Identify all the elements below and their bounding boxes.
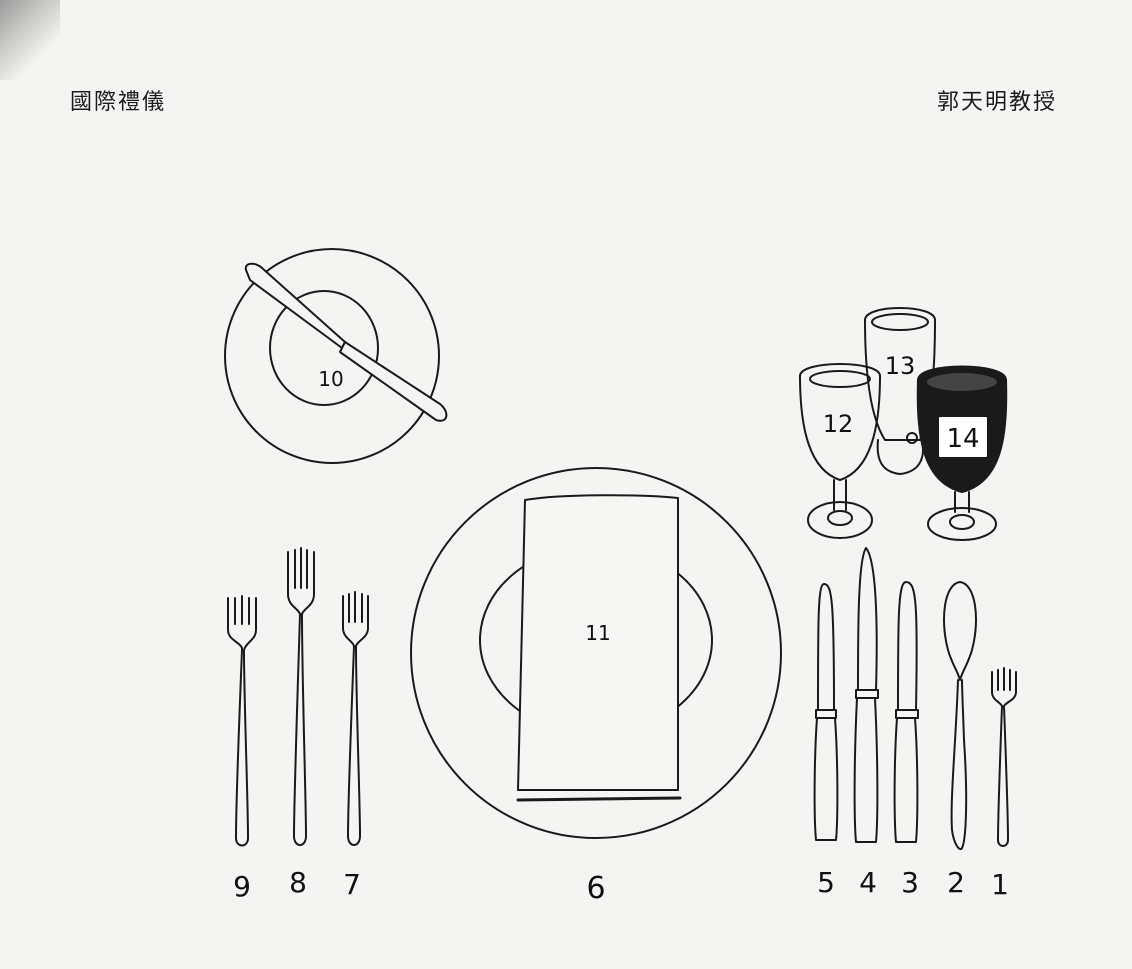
oyster-fork [991, 667, 1017, 847]
soup-spoon [943, 581, 977, 850]
header-title: 國際禮儀 [70, 90, 167, 115]
napkin [516, 494, 682, 802]
label-5: 5 [817, 866, 835, 899]
label-4: 4 [859, 866, 877, 899]
header-author: 郭天明教授 [936, 90, 1057, 115]
fork-9 [227, 595, 257, 847]
butter-knife [244, 262, 448, 422]
label-1: 1 [991, 868, 1009, 901]
label-14: 14 [946, 424, 979, 454]
fork-8 [287, 547, 315, 846]
label-12: 12 [823, 410, 854, 438]
bread-plate [224, 248, 440, 464]
label-2: 2 [947, 866, 965, 899]
label-3: 3 [901, 866, 919, 899]
knife-3 [893, 581, 919, 843]
label-11: 11 [585, 621, 610, 645]
knife-4 [853, 547, 879, 843]
label-8: 8 [289, 866, 307, 899]
page-corner-fold [0, 0, 60, 80]
label-6: 6 [586, 871, 605, 906]
glass-12 [799, 363, 881, 539]
knife-5 [813, 583, 839, 841]
label-10: 10 [318, 367, 343, 391]
label-13: 13 [885, 352, 916, 380]
glass-14 [916, 365, 1008, 541]
label-9: 9 [233, 870, 251, 903]
fork-7 [342, 591, 369, 846]
label-7: 7 [343, 868, 361, 901]
